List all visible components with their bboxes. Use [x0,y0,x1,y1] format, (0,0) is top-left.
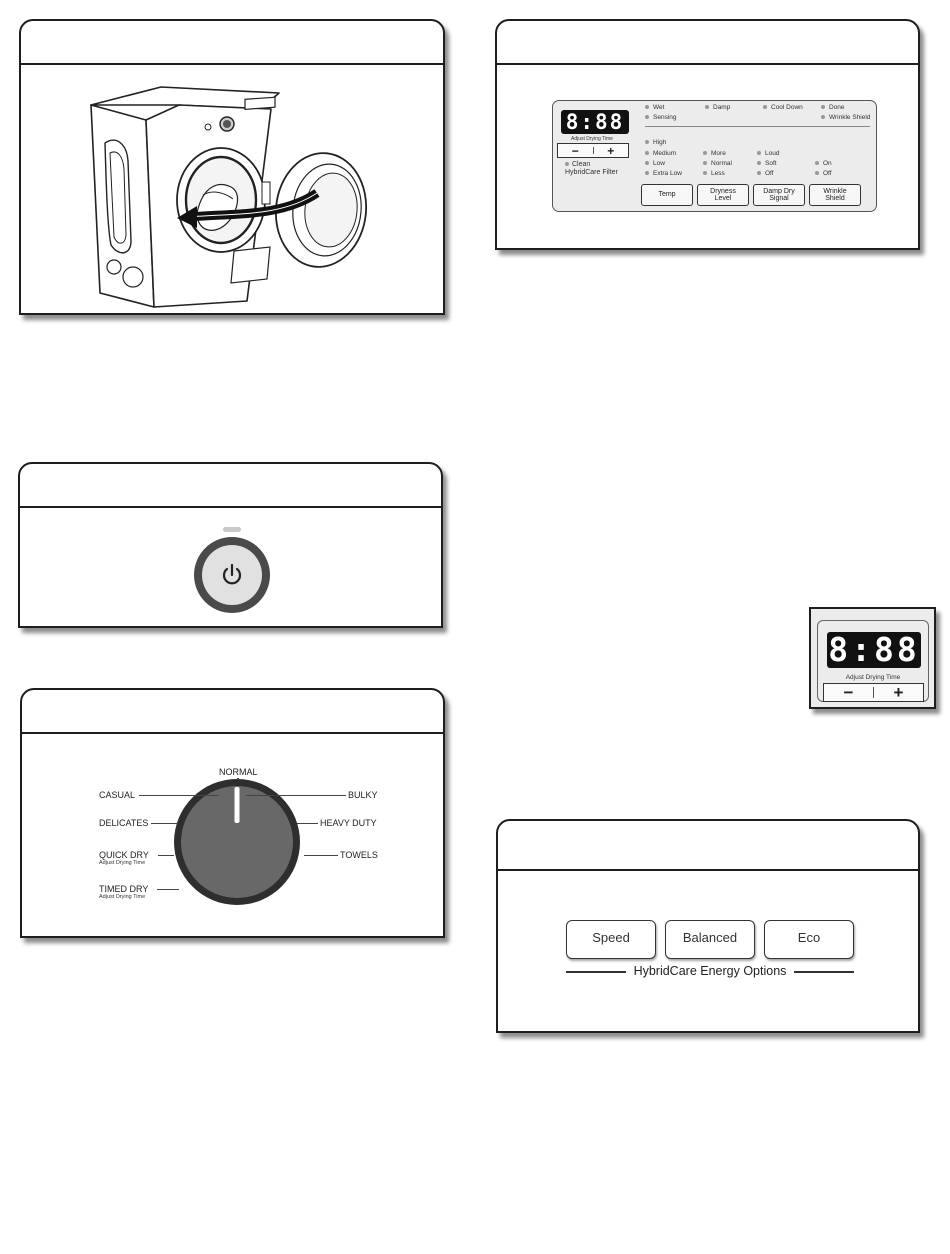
timed-dry-sublabel: Adjust Drying Time [99,894,146,900]
minus-button[interactable]: − [571,143,579,158]
dryness-option: Less [703,170,725,177]
dryness-option: More [703,150,726,157]
power-card [18,462,443,628]
dryness-level-button[interactable]: Dryness Level [697,184,749,206]
indicator-dot-icon [565,162,569,167]
cycle-dial-card: NORMAL CASUAL DELICATES QUICK DRY Adjust… [20,688,445,938]
cycle-heavy-duty-label: HEAVY DUTY [320,818,377,828]
leader-line [304,855,338,856]
adjust-drying-time-label: Adjust Drying Time [845,674,901,681]
power-button[interactable] [194,537,270,613]
wrinkle-option: Off [815,170,832,177]
power-button-face [202,545,262,605]
wrinkle-option: On [815,160,832,167]
damp-dry-signal-button[interactable]: Damp Dry Signal [753,184,805,206]
cycle-selector-dial[interactable] [172,777,302,907]
signal-option: Off [757,170,774,177]
clean-label: Clean [572,161,591,168]
signal-option: Loud [757,150,779,157]
temp-option: High [645,139,666,146]
cycle-bulky-label: BULKY [348,790,378,800]
energy-options-label: HybridCare Energy Options [633,964,787,978]
normal-marker [237,778,239,780]
bracket-line-left [566,971,626,973]
adjust-time-stepper[interactable]: − + [557,143,629,158]
card-header [20,464,441,508]
status-done: Done [821,104,845,111]
speed-button[interactable]: Speed [566,920,656,959]
display-panel: 8:88 Adjust Drying Time − + [817,620,929,702]
plus-button[interactable]: + [607,143,615,158]
cycle-timed-dry-label: TIMED DRY [99,884,149,894]
time-display: 8:88 [561,110,629,134]
card-header [498,821,918,871]
wrinkle-shield-button[interactable]: Wrinkle Shield [809,184,861,206]
energy-options-card: Speed Balanced Eco HybridCare Energy Opt… [496,819,920,1033]
display-detail-card: 8:88 Adjust Drying Time − + [809,607,936,709]
status-sensing: Sensing [645,114,677,121]
power-indicator-light [223,527,241,532]
control-panel: 8:88 Adjust Drying Time − + Clean Hybrid… [552,100,877,212]
status-cool-down: Cool Down [763,104,803,111]
bracket-line-right [794,971,854,973]
status-damp: Damp [705,104,730,111]
control-panel-card: 8:88 Adjust Drying Time − + Clean Hybrid… [495,19,920,250]
dryer-illustration [90,86,368,308]
dryness-option: Normal [703,160,732,167]
divider [592,146,594,155]
card-header [21,21,443,65]
divider [873,687,874,698]
status-divider [645,126,870,127]
leader-line [157,889,179,890]
balanced-button[interactable]: Balanced [665,920,755,959]
eco-button[interactable]: Eco [764,920,854,959]
cycle-towels-label: TOWELS [340,850,378,860]
adjust-drying-time-label: Adjust Drying Time [571,136,613,142]
leader-line [158,855,174,856]
adjust-time-stepper[interactable]: − + [823,683,924,702]
minus-button[interactable]: − [843,682,854,702]
power-icon [222,563,242,585]
card-header [22,690,443,734]
leader-line [297,823,318,824]
temp-option: Medium [645,150,676,157]
signal-option: Soft [757,160,777,167]
cycle-casual-label: CASUAL [99,790,136,800]
temp-option: Extra Low [645,170,682,177]
cycle-quick-dry-label: QUICK DRY [99,850,149,860]
cycle-normal-label: NORMAL [219,767,258,777]
status-wet: Wet [645,104,664,111]
clean-filter-indicator: Clean HybridCare Filter [565,161,655,177]
quick-dry-sublabel: Adjust Drying Time [99,860,146,866]
dryer-illustration-card [19,19,445,315]
status-wrinkle-shield: Wrinkle Shield [821,114,870,121]
hybridcare-filter-label: HybridCare Filter [565,169,618,176]
leader-line [246,795,346,796]
leader-line [139,795,219,796]
time-display: 8:88 [827,632,921,668]
temp-option: Low [645,160,665,167]
card-header [497,21,918,65]
leader-line [151,823,178,824]
temp-button[interactable]: Temp [641,184,693,206]
cycle-delicates-label: DELICATES [99,818,149,828]
plus-button[interactable]: + [893,682,904,702]
